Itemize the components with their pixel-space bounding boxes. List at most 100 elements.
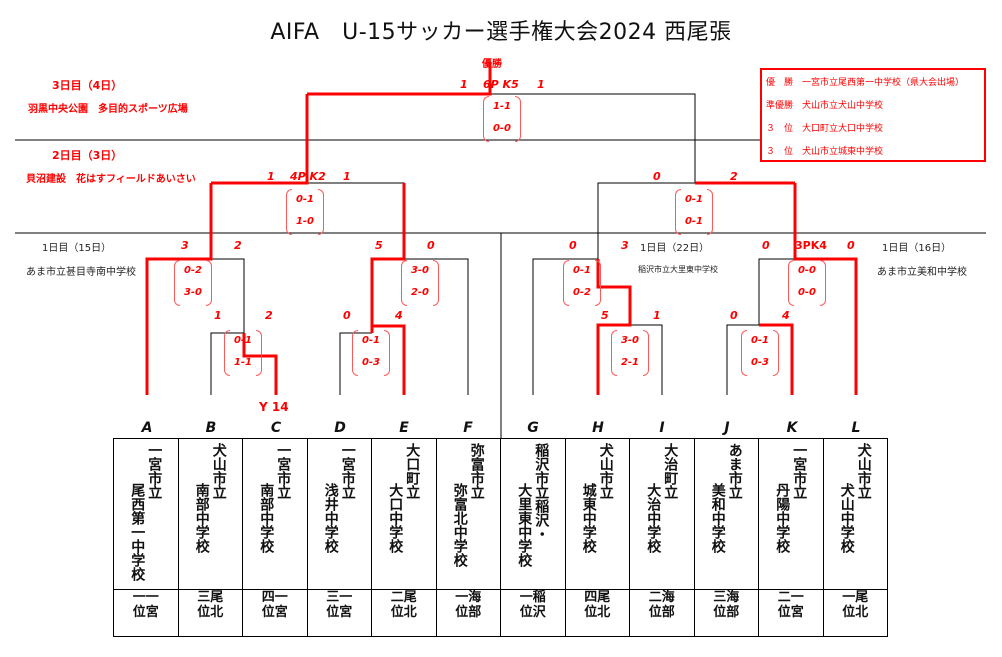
semi-right-loser-line <box>597 182 695 259</box>
final-score-right: 1 <box>537 78 545 91</box>
r2-f-half-scores: 3-0 2-0 <box>401 260 439 306</box>
r2-e-winner-line <box>370 183 406 326</box>
team-letter-k: K <box>786 420 798 436</box>
day2-venue: 貝沼建設 花はすフィールドあいさい <box>26 174 196 185</box>
r1-jk-loser-line <box>726 324 759 395</box>
team-rank-row: 一一位宮 三尾位北 四一位宮 三一位宮 二尾位北 一海位部 一稲位沢 四尾位北 … <box>113 589 888 637</box>
team-rank-h: 四尾位北 <box>564 589 630 637</box>
r1-de-half-scores: 0-1 0-3 <box>352 330 390 376</box>
team-name-e: 大口町立大口中学校 <box>371 438 437 590</box>
teams-table: 一宮市立尾西第一中学校 犬山市立南部中学校 一宮市立南部中学校 一宮市立浅井中学… <box>113 438 888 637</box>
r2-f-loser-line <box>404 258 469 395</box>
day1-left-label: 1日目（15日） <box>42 243 112 254</box>
semi-left-half-scores: 0-1 1-0 <box>286 189 324 235</box>
r1-jk-half-scores: 0-1 0-3 <box>741 330 779 376</box>
team-letter-f: F <box>463 420 473 436</box>
team-rank-a: 一一位宮 <box>113 589 179 637</box>
team-letter-h: H <box>592 420 604 436</box>
semi-right-score-right: 2 <box>730 170 738 183</box>
r1-de-score-right: 4 <box>395 309 403 322</box>
result-runner-up: 準優勝 犬山市立犬山中学校 <box>766 101 884 111</box>
team-letter-c: C <box>270 420 282 436</box>
team-name-l: 犬山市立犬山中学校 <box>822 438 888 590</box>
r1-hi-score-left: 5 <box>601 309 609 322</box>
r1-de-winner-line <box>370 324 406 395</box>
team-name-f: 弥富市立弥富北中学校 <box>435 438 501 590</box>
r1-bc-half-scores: 0-1 1-1 <box>224 330 262 376</box>
champion-label: 優勝 <box>482 59 502 70</box>
r1-hi-loser-line <box>630 324 663 395</box>
final-loser-line <box>490 93 696 183</box>
r2-l-half-scores: 0-0 0-0 <box>788 260 826 306</box>
result-third-2: ３ 位 犬山市立城東中学校 <box>766 147 884 157</box>
r1-bc-score-right: 2 <box>265 309 273 322</box>
team-name-a: 一宮市立尾西第一中学校 <box>113 438 179 590</box>
day1-center-venue: 稲沢市立大里東中学校 <box>638 265 718 274</box>
result-third-1: ３ 位 大口町立大口中学校 <box>766 124 884 134</box>
team-letter-d: D <box>334 420 346 436</box>
team-name-d: 一宮市立浅井中学校 <box>306 438 372 590</box>
semi-right-half-scores: 0-1 0-1 <box>675 189 713 235</box>
team-rank-i: 二海位部 <box>629 589 695 637</box>
day3-label: 3日目（4日） <box>52 79 123 92</box>
team-rank-e: 二尾位北 <box>371 589 437 637</box>
team-rank-f: 一海位部 <box>435 589 501 637</box>
team-names-row: 一宮市立尾西第一中学校 犬山市立南部中学校 一宮市立南部中学校 一宮市立浅井中学… <box>113 438 888 590</box>
r2-l-winner-line <box>793 183 858 395</box>
team-name-b: 犬山市立南部中学校 <box>177 438 243 590</box>
team-rank-d: 三一位宮 <box>306 589 372 637</box>
result-champion: 優 勝 一宮市立尾西第一中学校（県大会出場） <box>766 78 965 88</box>
results-box: 優 勝 一宮市立尾西第一中学校（県大会出場） 準優勝 犬山市立犬山中学校 ３ 位… <box>760 68 986 162</box>
team-rank-j: 三海位部 <box>693 589 759 637</box>
note-y14: Y 14 <box>259 400 289 414</box>
r2-a-winner-line <box>145 183 213 395</box>
r2-g-loser-line <box>532 258 598 395</box>
team-name-j: あま市立美和中学校 <box>693 438 759 590</box>
r2-l-pk: 3PK4 <box>795 239 827 252</box>
team-letter-e: E <box>399 420 409 436</box>
team-rank-l: 一尾位北 <box>822 589 888 637</box>
r2-l-loser-line <box>758 258 795 325</box>
semi-left-score-left: 1 <box>267 170 275 183</box>
team-letter-b: B <box>205 420 217 436</box>
final-pk: 6P K5 <box>483 78 519 91</box>
team-name-g: 稲沢市立稲沢・大里東中学校 <box>500 438 566 590</box>
team-letter-j: J <box>724 420 730 436</box>
day1-right-venue: あま市立美和中学校 <box>877 267 967 278</box>
final-half-scores: 1-1 0-0 <box>483 96 521 142</box>
day1-right-label: 1日目（16日） <box>882 243 952 254</box>
r2-l-score-left: 0 <box>762 239 770 252</box>
final-score-left: 1 <box>460 78 468 91</box>
day2-label: 2日目（3日） <box>52 149 123 162</box>
semi-left-pk: 4P K2 <box>290 170 326 183</box>
team-letter-g: G <box>527 420 539 436</box>
semi-left-winner-line <box>211 94 309 185</box>
r2-a-half-scores: 0-2 3-0 <box>174 260 212 306</box>
r1-de-score-left: 0 <box>343 309 351 322</box>
r1-de-loser-line <box>339 332 372 395</box>
team-letter-i: I <box>659 420 665 436</box>
team-letter-a: A <box>141 420 153 436</box>
r1-bc-score-left: 1 <box>214 309 222 322</box>
team-letter-l: L <box>851 420 861 436</box>
team-rank-c: 四一位宮 <box>242 589 308 637</box>
r1-bc-loser-line <box>210 332 244 395</box>
final-winner-line <box>307 62 492 96</box>
r2-f-score-right: 0 <box>427 239 435 252</box>
team-name-k: 一宮市立丹陽中学校 <box>758 438 824 590</box>
semi-left-score-right: 1 <box>343 170 351 183</box>
r1-hi-score-right: 1 <box>653 309 661 322</box>
r1-jk-winner-line <box>759 323 794 395</box>
team-name-i: 大治町立大治中学校 <box>629 438 695 590</box>
page-title: AIFA U-15サッカー選手権大会2024 西尾張 <box>270 20 732 45</box>
r2-h-winner-line <box>596 259 632 325</box>
r1-jk-score-left: 0 <box>730 309 738 322</box>
day1-center-label: 1日目（22日） <box>640 243 710 254</box>
team-name-h: 犬山市立城東中学校 <box>564 438 630 590</box>
day1-left-venue: あま市立甚目寺南中学校 <box>26 267 136 278</box>
r2-g-score-right: 3 <box>621 239 629 252</box>
r2-a-score-right: 2 <box>234 239 242 252</box>
team-name-c: 一宮市立南部中学校 <box>242 438 308 590</box>
day3-venue: 羽黒中央公園 多目的スポーツ広場 <box>28 104 188 115</box>
